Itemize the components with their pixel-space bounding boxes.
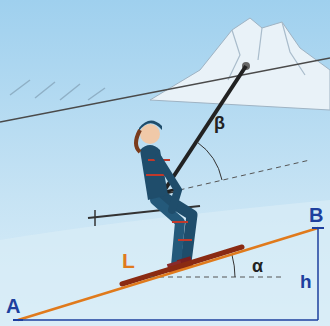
point-label: A bbox=[6, 296, 20, 316]
length-label: L bbox=[122, 250, 135, 271]
angle-label: α bbox=[252, 257, 263, 275]
point-label: B bbox=[309, 205, 323, 225]
angle-label: β bbox=[214, 114, 225, 132]
height-label: h bbox=[300, 272, 312, 291]
